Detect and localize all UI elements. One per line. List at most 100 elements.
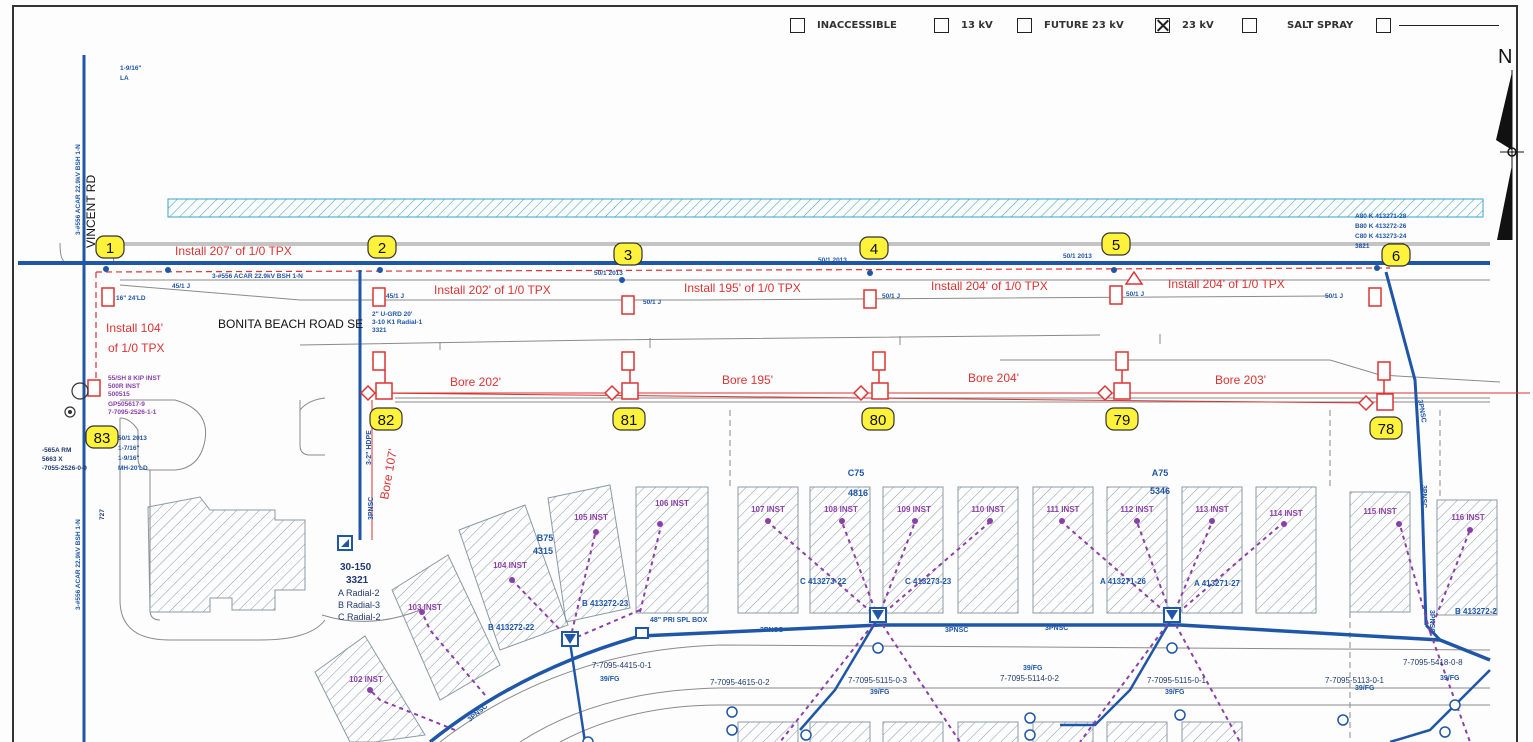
box-number: 81 bbox=[621, 412, 638, 429]
install-label: Install 204' of 1/0 TPX bbox=[931, 279, 1048, 293]
legend-13kv[interactable]: 13 kV bbox=[934, 14, 993, 36]
pole-badges[interactable] bbox=[85, 232, 1411, 449]
svg-text:108 INST: 108 INST bbox=[824, 505, 858, 514]
svg-text:7-7095-4615-0-2: 7-7095-4615-0-2 bbox=[710, 678, 770, 687]
legend-label: FUTURE 23 kV bbox=[1044, 19, 1124, 31]
svg-text:A 413271-27: A 413271-27 bbox=[1194, 579, 1241, 588]
legend-future-23kv[interactable]: FUTURE 23 kV bbox=[1017, 14, 1124, 36]
pole-number: 1 bbox=[106, 240, 114, 257]
svg-text:45/1 J: 45/1 J bbox=[386, 293, 404, 300]
svg-text:50/1 J: 50/1 J bbox=[1325, 293, 1343, 300]
box-number: 80 bbox=[870, 412, 887, 429]
box83-annotations: 55/SH 8 KIP INST 500R INST 500515 GP5056… bbox=[108, 375, 161, 416]
meter-dots bbox=[367, 518, 1473, 693]
transformer-labels: C75 4816 A75 5346 B75 4315 bbox=[533, 468, 1170, 556]
lot-106 bbox=[635, 486, 709, 614]
building-lots bbox=[147, 484, 1498, 742]
svg-text:111 INST: 111 INST bbox=[1047, 505, 1080, 514]
svg-text:103 INST: 103 INST bbox=[408, 603, 442, 612]
svg-text:114 INST: 114 INST bbox=[1269, 509, 1302, 518]
svg-text:102 INST: 102 INST bbox=[349, 675, 383, 684]
legend-23kv[interactable]: 23 kV bbox=[1155, 14, 1214, 36]
legend-inaccessible[interactable]: INACCESSIBLE bbox=[790, 14, 897, 36]
pole-badge-1[interactable] bbox=[95, 235, 125, 259]
legend-other[interactable] bbox=[1376, 14, 1499, 36]
svg-text:39/FG: 39/FG bbox=[1440, 675, 1460, 682]
pole-number: 6 bbox=[1392, 248, 1400, 265]
svg-text:16" 24'LD: 16" 24'LD bbox=[116, 295, 146, 302]
box-badge-79[interactable] bbox=[1105, 407, 1139, 431]
legend-line-sample bbox=[1399, 24, 1499, 26]
lot-108 bbox=[809, 486, 871, 614]
svg-text:50/1 J: 50/1 J bbox=[643, 299, 661, 306]
install-label-vertical-1: Install 104' bbox=[106, 321, 163, 335]
svg-text:39/FG: 39/FG bbox=[1355, 685, 1375, 692]
pole-badge-5[interactable] bbox=[1101, 232, 1131, 256]
svg-text:115 INST: 115 INST bbox=[1363, 507, 1396, 516]
transformer-a75-icon[interactable] bbox=[1163, 607, 1181, 654]
pole-number: 2 bbox=[378, 240, 386, 257]
svg-text:39/FG: 39/FG bbox=[870, 689, 890, 696]
pole-badge-3[interactable] bbox=[613, 242, 643, 266]
north-arrow-icon bbox=[1496, 70, 1524, 240]
svg-text:7-7095-4415-0-1: 7-7095-4415-0-1 bbox=[592, 661, 652, 670]
legend-checkbox[interactable] bbox=[1242, 17, 1257, 33]
box-number: 78 bbox=[1378, 421, 1395, 438]
svg-text:3-#556 ACAR 22.9kV BSH 1-N: 3-#556 ACAR 22.9kV BSH 1-N bbox=[212, 273, 303, 280]
road-name-vertical: VINCENT RD bbox=[84, 175, 98, 248]
install-label: Install 202' of 1/0 TPX bbox=[434, 283, 551, 297]
svg-text:C75: C75 bbox=[848, 468, 865, 478]
sheet-border bbox=[12, 5, 1518, 742]
pole-badge-6[interactable] bbox=[1381, 243, 1411, 267]
svg-text:3-#556 ACAR 22.9kV BSH 1-N: 3-#556 ACAR 22.9kV BSH 1-N bbox=[75, 144, 82, 235]
svg-text:112 INST: 112 INST bbox=[1120, 505, 1153, 514]
lot-105 bbox=[547, 484, 631, 623]
svg-text:5663 X: 5663 X bbox=[42, 456, 63, 463]
left-annotations: -565A RM 5663 X -7055-2526-0-0 727 bbox=[42, 447, 106, 520]
lot-111 bbox=[1032, 486, 1094, 614]
svg-text:C 413273-23: C 413273-23 bbox=[905, 577, 952, 586]
box-badge-80[interactable] bbox=[861, 407, 895, 431]
svg-text:B80 K 413272-26: B80 K 413272-26 bbox=[1355, 223, 1407, 230]
pole-badge-2[interactable] bbox=[367, 235, 397, 259]
pole-badge-4[interactable] bbox=[859, 236, 889, 260]
svg-text:50/1 2013: 50/1 2013 bbox=[1063, 253, 1092, 260]
pole-number: 4 bbox=[870, 241, 878, 258]
legend-checkbox[interactable] bbox=[934, 17, 949, 33]
svg-text:55/SH 8 KIP INST: 55/SH 8 KIP INST bbox=[108, 375, 161, 382]
legend-salt-spray[interactable]: SALT SPRAY bbox=[1242, 14, 1353, 36]
box-badge-81[interactable] bbox=[612, 407, 646, 431]
pole-annotations: 1-9/16" LA 3-#556 ACAR 22.9kV BSH 1-N 3-… bbox=[75, 65, 1407, 610]
box-badge-83[interactable] bbox=[85, 425, 119, 449]
install-label-vertical-2: of 1/0 TPX bbox=[108, 341, 164, 355]
switch-cabinet-icon[interactable] bbox=[337, 535, 353, 551]
legend-label: 23 kV bbox=[1182, 19, 1214, 31]
box-badge-82[interactable] bbox=[369, 407, 403, 431]
svg-text:7-7095-5114-0-2: 7-7095-5114-0-2 bbox=[1000, 674, 1060, 683]
legend-checkbox[interactable] bbox=[790, 17, 805, 33]
transformer-b75-icon[interactable] bbox=[561, 631, 579, 647]
lot-109 bbox=[882, 486, 944, 614]
svg-text:30-150: 30-150 bbox=[340, 562, 372, 573]
svg-text:-565A RM: -565A RM bbox=[42, 447, 71, 454]
legend-checkbox-checked[interactable] bbox=[1155, 17, 1170, 33]
svg-text:48" PRI SPL BOX: 48" PRI SPL BOX bbox=[650, 617, 708, 624]
legend-label: INACCESSIBLE bbox=[817, 19, 897, 31]
svg-text:39/FG: 39/FG bbox=[600, 676, 620, 683]
svg-text:LA: LA bbox=[120, 75, 129, 82]
lot-115 bbox=[1349, 491, 1411, 613]
lot-112 bbox=[1106, 486, 1168, 614]
svg-text:3321: 3321 bbox=[372, 327, 387, 334]
bore-handholes[interactable] bbox=[375, 370, 1394, 411]
transformer-c75-icon[interactable] bbox=[869, 607, 887, 654]
legend-checkbox[interactable] bbox=[1017, 17, 1032, 33]
svg-text:3PNSC: 3PNSC bbox=[368, 497, 375, 520]
legend-checkbox[interactable] bbox=[1376, 17, 1391, 33]
svg-text:105 INST: 105 INST bbox=[574, 513, 608, 522]
svg-text:50/1 2013: 50/1 2013 bbox=[594, 270, 623, 277]
svg-text:3PNSC: 3PNSC bbox=[1428, 610, 1435, 633]
box-badge-78[interactable] bbox=[1369, 416, 1403, 440]
svg-text:50/1 J: 50/1 J bbox=[882, 293, 900, 300]
pri-splice-box-icon[interactable] bbox=[635, 627, 649, 639]
